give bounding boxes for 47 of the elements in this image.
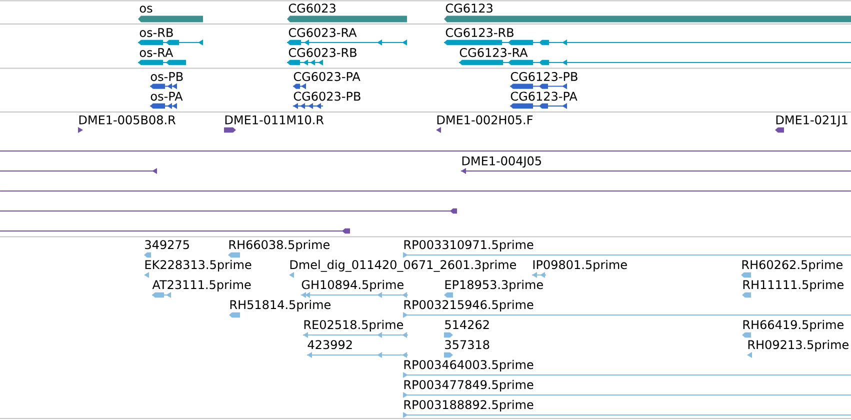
feature-label: CG6123-PB — [510, 72, 578, 82]
feature-label: os-PB — [150, 72, 183, 82]
feature-label: 514262 — [445, 320, 489, 330]
feature-label: CG6123-RA — [460, 48, 528, 58]
feature-line — [0, 150, 851, 152]
feature-label: EK228313.5prime — [145, 260, 252, 272]
feature-label: AT23111.5prime — [152, 280, 251, 292]
feature-label: RP003310971.5prime — [404, 240, 534, 252]
feature-label: RP003464003.5prime — [404, 360, 534, 372]
feature-label: os — [140, 6, 152, 13]
feature-label: os-RB — [140, 28, 173, 38]
feature-label: CG6123 — [446, 4, 492, 13]
feature-label: CG6023-PB — [294, 92, 360, 101]
feature-label: DME1-021J1 — [776, 115, 848, 127]
feature-label: RP003477849.5prime — [404, 380, 534, 392]
feature-label: RH66038.5prime — [229, 240, 330, 252]
feature-label: 349275 — [145, 240, 189, 250]
feature-label: RH66419.5prime — [743, 320, 844, 332]
feature-label: DME1-011M10.R — [225, 115, 324, 124]
feature-label: RP003215946.5prime — [404, 300, 534, 312]
feature-label: os-PA — [150, 92, 183, 101]
feature-label: DME1-004J05 — [462, 156, 541, 168]
feature-label: RH51814.5prime — [230, 300, 330, 312]
feature-line — [0, 228, 350, 234]
feature-label: GH10894.5prime — [302, 280, 404, 292]
feature-label: RH60262.5prime — [742, 260, 842, 272]
feature-label: CG6023 — [288, 4, 336, 13]
feature-label: CG6023-RB — [288, 48, 356, 58]
feature-label: RP003188892.5prime — [404, 400, 534, 412]
feature-label: 423992 — [308, 340, 352, 350]
feature-label: Dmel_dig_011420_0671_2601.3prime — [290, 260, 516, 272]
feature-label: CG6123-RB — [446, 28, 514, 38]
feature-label: CG6023-RA — [288, 28, 357, 38]
feature-label: RE02518.5prime — [304, 320, 404, 332]
feature-line — [0, 208, 457, 214]
feature-label: os-RA — [140, 48, 174, 58]
feature-label: 357318 — [445, 340, 490, 350]
feature-label: CG6123-PA — [510, 92, 578, 101]
feature-label: DME1-002H05.F — [437, 115, 533, 124]
feature-label: DME1-005B08.R — [79, 115, 176, 124]
feature-label: EP18953.3prime — [445, 280, 543, 292]
feature-label: IP09801.5prime — [533, 260, 627, 272]
feature-label: RH11111.5prime — [743, 280, 844, 292]
feature-label: CG6023-PA — [294, 72, 360, 82]
feature-label: RH09213.5prime — [748, 340, 848, 352]
feature-line — [0, 190, 851, 192]
feature-line — [0, 168, 157, 174]
